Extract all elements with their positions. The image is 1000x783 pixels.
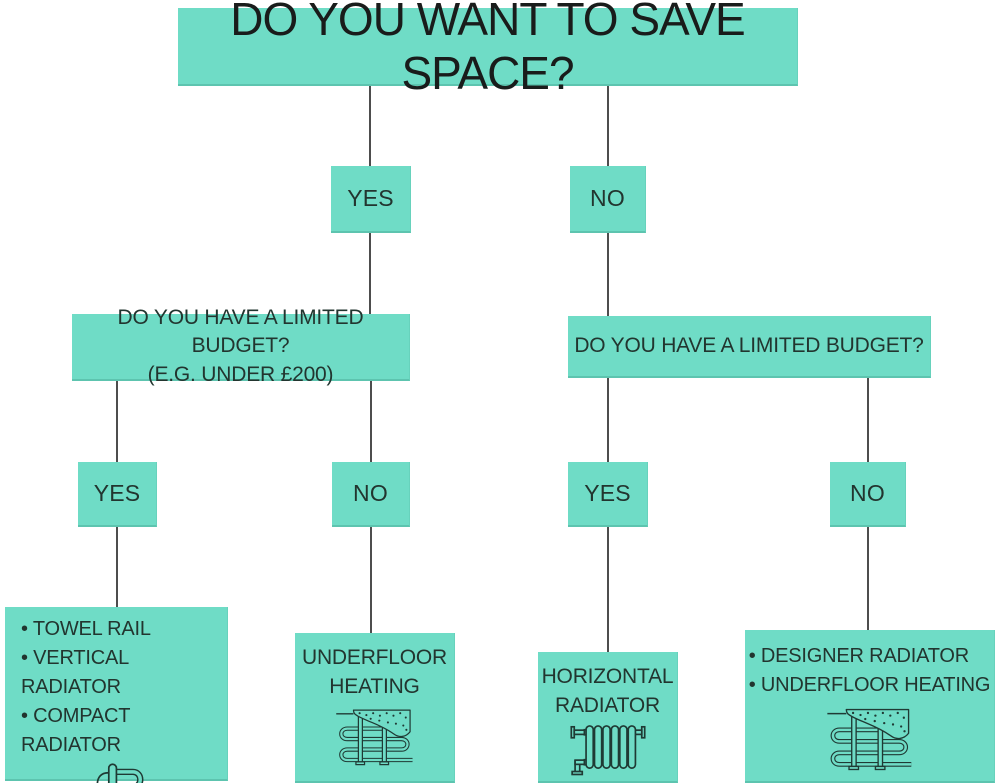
answer-label: YES <box>347 185 394 211</box>
budget-question-left-label: DO YOU HAVE A LIMITED BUDGET? (E.G. UNDE… <box>72 304 409 389</box>
answer-label: YES <box>584 480 631 506</box>
result-list: DESIGNER RADIATOR UNDERFLOOR HEATING <box>749 642 991 700</box>
root-question-node: DO YOU WANT TO SAVE SPACE? <box>178 0 798 99</box>
question-line2: (E.G. UNDER £200) <box>147 362 334 386</box>
list-item: TOWEL RAIL <box>21 615 227 644</box>
list-item: DESIGNER RADIATOR <box>749 642 991 671</box>
answer-node-no-budget-right: NO <box>830 462 906 527</box>
list-item: COMPACT RADIATOR <box>21 702 227 760</box>
answer-label: YES <box>93 480 141 506</box>
answer-label: NO <box>353 480 388 506</box>
result-node-underfloor-heating: UNDERFLOOR HEATING <box>295 633 455 783</box>
answer-node-yes-budget-right: YES <box>568 462 648 527</box>
underfloor-heating-icon <box>745 704 994 777</box>
result-line1: HORIZONTAL <box>541 665 674 688</box>
result-line1: UNDERFLOOR <box>301 646 447 669</box>
result-label: UNDERFLOOR HEATING <box>295 643 454 701</box>
budget-question-right-node: DO YOU HAVE A LIMITED BUDGET? <box>568 316 931 378</box>
root-question-label: DO YOU WANT TO SAVE SPACE? <box>230 0 745 99</box>
budget-question-right-label: DO YOU HAVE A LIMITED BUDGET? <box>574 333 924 357</box>
result-node-designer-underfloor: DESIGNER RADIATOR UNDERFLOOR HEATING <box>745 630 995 783</box>
result-line2: RADIATOR <box>555 694 660 717</box>
budget-question-left-node: DO YOU HAVE A LIMITED BUDGET? (E.G. UNDE… <box>72 306 410 386</box>
result-node-towel-rail-vertical-compact: TOWEL RAIL VERTICAL RADIATOR COMPACT RAD… <box>5 607 228 783</box>
answer-node-no-budget-left: NO <box>332 462 410 527</box>
horizontal-radiator-icon <box>538 723 677 782</box>
answer-node-no-save-space: NO <box>570 166 646 233</box>
result-node-horizontal-radiator: HORIZONTAL RADIATOR <box>538 652 678 783</box>
result-label: HORIZONTAL RADIATOR <box>538 662 677 720</box>
answer-node-yes-budget-left: YES <box>78 462 157 527</box>
result-list: TOWEL RAIL VERTICAL RADIATOR COMPACT RAD… <box>5 615 227 760</box>
list-item: VERTICAL RADIATOR <box>21 644 227 702</box>
electric-towel-rail-icon <box>5 760 227 783</box>
answer-label: NO <box>590 185 625 211</box>
question-line1: DO YOU HAVE A LIMITED BUDGET? <box>117 305 364 358</box>
answer-label: NO <box>850 480 885 506</box>
answer-node-yes-save-space: YES <box>331 166 411 233</box>
result-line2: HEATING <box>329 675 420 698</box>
list-item: UNDERFLOOR HEATING <box>749 671 991 700</box>
underfloor-heating-icon <box>295 705 454 772</box>
